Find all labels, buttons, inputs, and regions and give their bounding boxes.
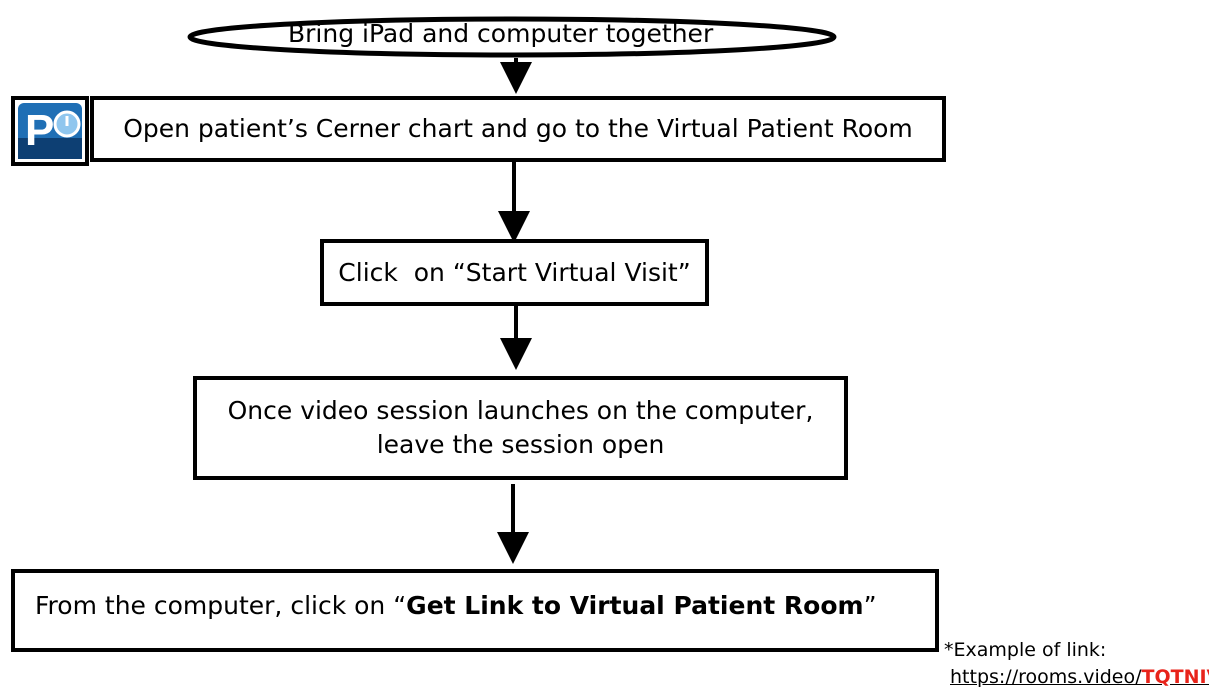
- start-label: Bring iPad and computer together: [288, 19, 713, 48]
- step3-box: Once video session launches on the compu…: [193, 376, 848, 480]
- step1-box: Open patient’s Cerner chart and go to th…: [90, 96, 946, 162]
- example-link[interactable]: https://rooms.video/TQTNIV: [950, 666, 1209, 688]
- app-icon-letter: P: [25, 106, 54, 155]
- example-link-code: TQTNIV: [1142, 666, 1209, 688]
- step3-line2: leave the session open: [377, 428, 665, 462]
- step4-suffix: ”: [864, 591, 877, 620]
- powerchart-icon: P: [11, 96, 89, 166]
- step2-label: Click on “Start Virtual Visit”: [338, 256, 690, 290]
- example-link-base: https://rooms.video/: [950, 666, 1142, 688]
- step4-bold: Get Link to Virtual Patient Room: [406, 591, 863, 620]
- step4-label: From the computer, click on “Get Link to…: [35, 589, 877, 623]
- step3-line1: Once video session launches on the compu…: [228, 394, 814, 428]
- step1-label: Open patient’s Cerner chart and go to th…: [123, 112, 913, 146]
- step2-box: Click on “Start Virtual Visit”: [320, 239, 709, 306]
- step4-prefix: From the computer, click on “: [35, 591, 406, 620]
- step4-box: From the computer, click on “Get Link to…: [11, 569, 939, 652]
- example-label: *Example of link:: [944, 639, 1106, 661]
